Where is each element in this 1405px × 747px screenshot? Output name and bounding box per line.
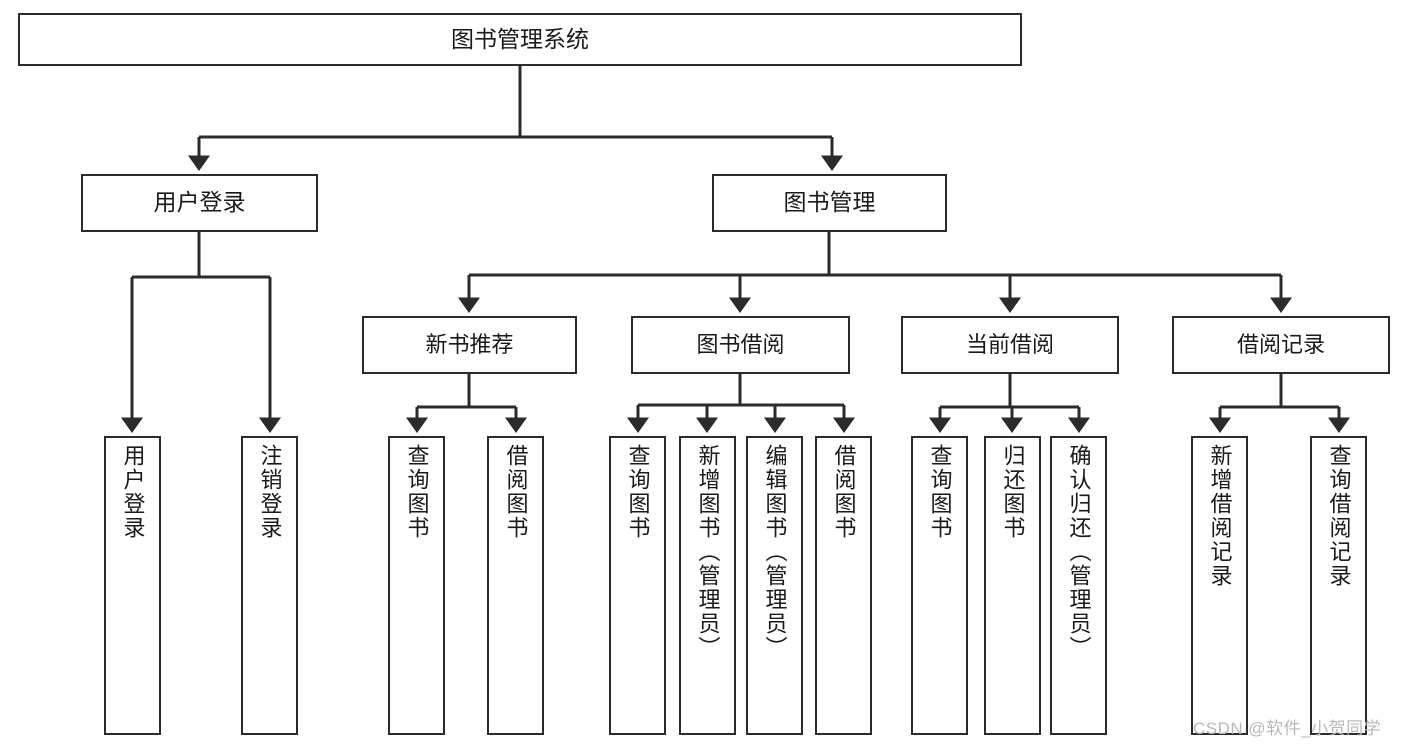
node-book-manage[interactable]: 图书管理: [712, 174, 947, 232]
node-leaf-confirm-return-label: 确认归还（管理员）: [1066, 444, 1092, 660]
node-leaf-user-login[interactable]: 用户登录: [104, 436, 161, 735]
node-book-borrow[interactable]: 图书借阅: [631, 316, 850, 374]
node-leaf-logout-label: 注销登录: [257, 444, 283, 540]
node-leaf-logout[interactable]: 注销登录: [241, 436, 298, 735]
node-current-borrow[interactable]: 当前借阅: [901, 316, 1119, 374]
node-leaf-add-record-label: 新增借阅记录: [1207, 444, 1233, 588]
node-leaf-query-book-3[interactable]: 查询图书: [911, 436, 968, 735]
node-leaf-borrow-book-1-label: 借阅图书: [503, 444, 529, 540]
node-leaf-query-book-1-label: 查询图书: [404, 444, 430, 540]
node-current-borrow-label: 当前借阅: [965, 331, 1054, 357]
node-leaf-query-record[interactable]: 查询借阅记录: [1310, 436, 1367, 735]
node-leaf-add-book[interactable]: 新增图书（管理员）: [679, 436, 736, 735]
node-leaf-query-book-2[interactable]: 查询图书: [609, 436, 666, 735]
node-root[interactable]: 图书管理系统: [18, 13, 1022, 66]
node-leaf-query-book-1[interactable]: 查询图书: [388, 436, 445, 735]
node-new-book-recommend[interactable]: 新书推荐: [362, 316, 577, 374]
node-book-borrow-label: 图书借阅: [696, 331, 785, 357]
node-leaf-add-record[interactable]: 新增借阅记录: [1191, 436, 1248, 735]
node-leaf-query-record-label: 查询借阅记录: [1326, 444, 1352, 588]
node-leaf-add-book-label: 新增图书（管理员）: [695, 444, 721, 660]
node-leaf-user-login-label: 用户登录: [120, 444, 146, 540]
node-leaf-return-book[interactable]: 归还图书: [984, 436, 1041, 735]
node-leaf-edit-book-label: 编辑图书（管理员）: [762, 444, 788, 660]
node-leaf-borrow-book-1[interactable]: 借阅图书: [487, 436, 544, 735]
node-user-login[interactable]: 用户登录: [81, 174, 318, 232]
node-leaf-return-book-label: 归还图书: [1000, 444, 1026, 540]
node-borrow-record-label: 借阅记录: [1236, 331, 1325, 357]
node-leaf-query-book-2-label: 查询图书: [625, 444, 651, 540]
node-leaf-query-book-3-label: 查询图书: [927, 444, 953, 540]
node-root-label: 图书管理系统: [451, 25, 589, 52]
node-leaf-borrow-book-2-label: 借阅图书: [831, 444, 857, 540]
node-leaf-edit-book[interactable]: 编辑图书（管理员）: [746, 436, 803, 735]
node-new-book-recommend-label: 新书推荐: [425, 331, 514, 357]
node-leaf-borrow-book-2[interactable]: 借阅图书: [815, 436, 872, 735]
node-borrow-record[interactable]: 借阅记录: [1172, 316, 1390, 374]
node-user-login-label: 用户登录: [153, 189, 246, 216]
node-book-manage-label: 图书管理: [783, 189, 876, 216]
watermark-text: CSDN @软件_小贺同学: [1193, 719, 1382, 738]
node-leaf-confirm-return[interactable]: 确认归还（管理员）: [1050, 436, 1107, 735]
